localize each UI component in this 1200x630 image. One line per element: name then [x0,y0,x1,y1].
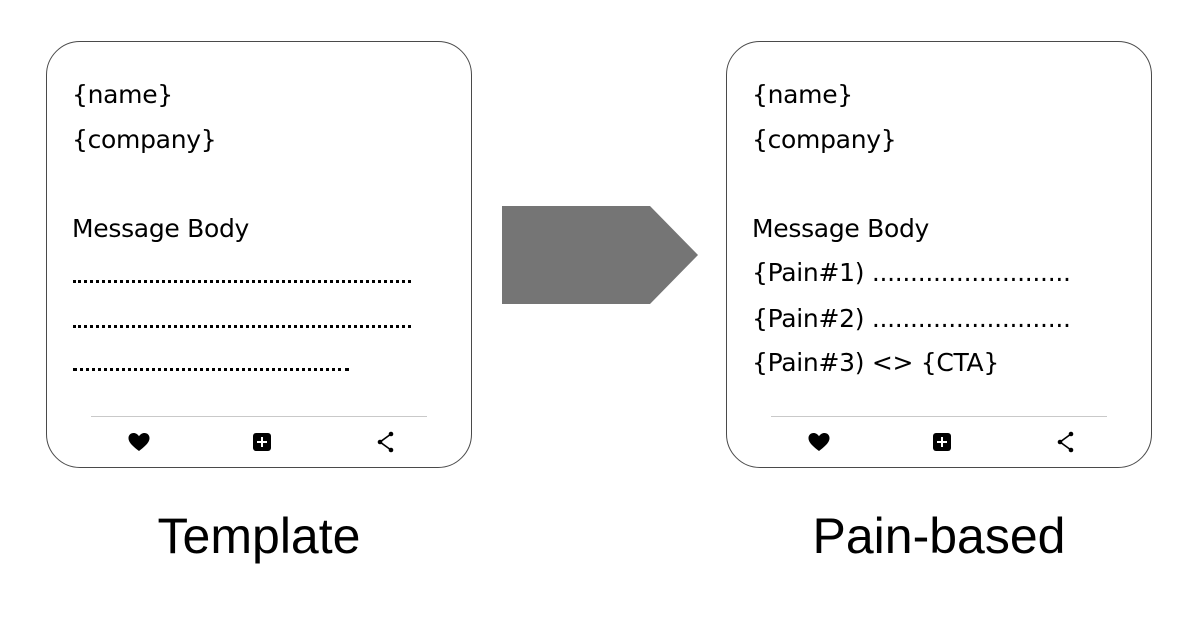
dotted-line [73,325,411,328]
company-placeholder: {company} [752,125,897,154]
pain-2-line: {Pain#2) .......................... [752,304,1071,333]
pain-based-caption: Pain-based [812,508,1066,564]
name-placeholder: {name} [72,80,173,109]
share-icon[interactable] [1054,430,1078,454]
plus-square-icon[interactable] [250,430,274,454]
message-body-label: Message Body [752,214,930,243]
name-placeholder: {name} [752,80,853,109]
heart-icon[interactable] [807,430,831,454]
dotted-line [73,280,411,283]
pain-3-cta-line: {Pain#3) <> {CTA} [752,348,999,377]
dotted-line [73,368,349,371]
template-card: {name} {company} Message Body [46,41,472,468]
message-body-label: Message Body [72,214,250,243]
heart-icon[interactable] [127,430,151,454]
template-caption: Template [157,508,361,564]
pain-1-line: {Pain#1) .......................... [752,258,1071,287]
share-icon[interactable] [374,430,398,454]
company-placeholder: {company} [72,125,217,154]
arrow-right-icon [502,206,698,304]
plus-square-icon[interactable] [930,430,954,454]
card-divider [91,416,427,417]
card-divider [771,416,1107,417]
pain-based-card: {name} {company} Message Body {Pain#1) .… [726,41,1152,468]
